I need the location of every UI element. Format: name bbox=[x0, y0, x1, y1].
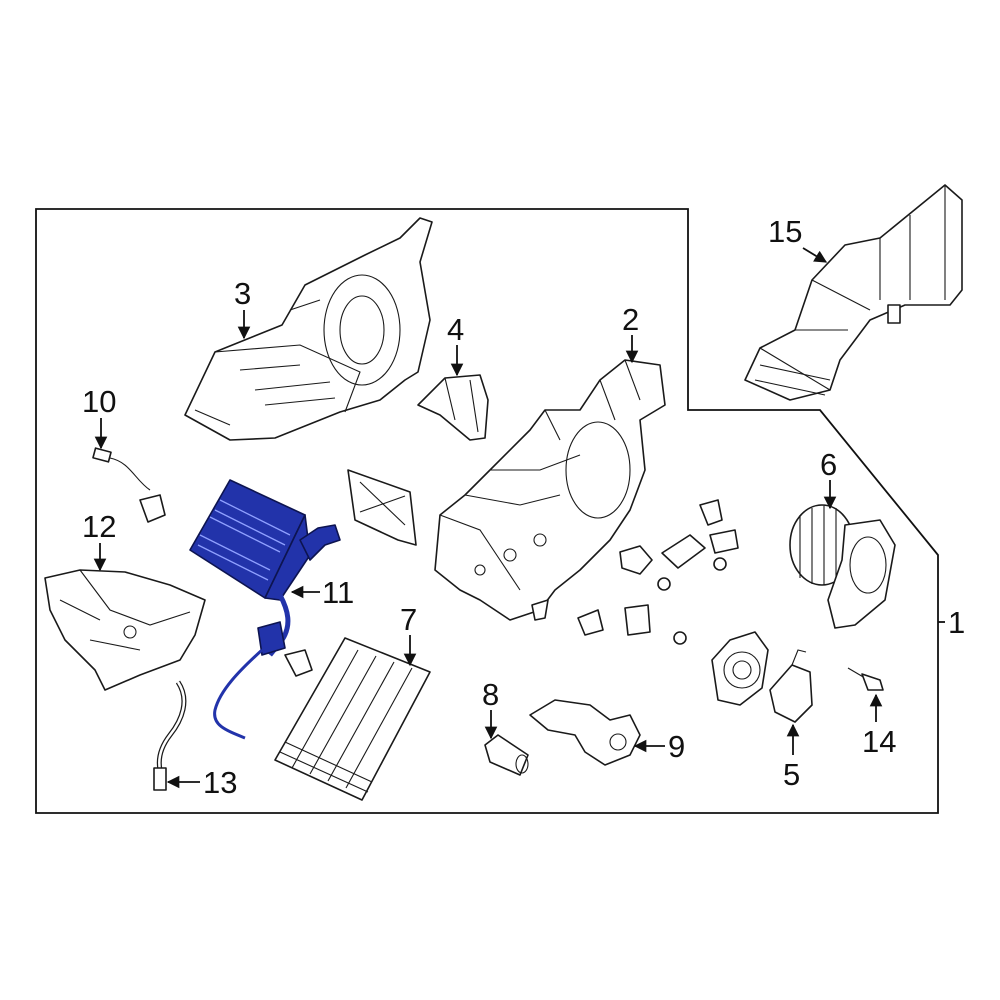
callout-5[interactable]: 5 bbox=[783, 757, 800, 792]
callout-8[interactable]: 8 bbox=[482, 677, 499, 712]
part-11-highlighted-core[interactable] bbox=[189, 479, 341, 740]
assembly-boundary bbox=[35, 208, 939, 814]
leaders bbox=[93, 247, 945, 789]
callout-4[interactable]: 4 bbox=[447, 312, 464, 347]
part-6-blower-motor[interactable] bbox=[789, 504, 896, 629]
part-7-core[interactable] bbox=[274, 637, 431, 801]
part-12-lower-housing[interactable] bbox=[44, 569, 206, 691]
callout-13[interactable]: 13 bbox=[203, 765, 237, 800]
callout-1[interactable]: 1 bbox=[948, 605, 965, 640]
part-5-actuator[interactable] bbox=[769, 649, 813, 723]
callout-12[interactable]: 12 bbox=[82, 509, 116, 544]
callout-2[interactable]: 2 bbox=[622, 302, 639, 337]
part-13-hose[interactable] bbox=[153, 680, 187, 791]
part-4-flap[interactable] bbox=[417, 374, 489, 441]
part-2-main-housing[interactable] bbox=[434, 359, 666, 621]
callout-7[interactable]: 7 bbox=[400, 602, 417, 637]
part-15-duct[interactable] bbox=[744, 184, 963, 401]
callout-11[interactable]: 11 bbox=[322, 575, 354, 610]
part-8-tube[interactable] bbox=[484, 734, 529, 776]
callout-15[interactable]: 15 bbox=[768, 214, 802, 249]
callout-3[interactable]: 3 bbox=[234, 276, 251, 311]
callout-6[interactable]: 6 bbox=[820, 447, 837, 482]
clip-small[interactable] bbox=[284, 649, 313, 677]
callout-10[interactable]: 10 bbox=[82, 384, 116, 419]
part-14-sensor[interactable] bbox=[847, 667, 884, 691]
callout-14[interactable]: 14 bbox=[862, 724, 896, 759]
callout-9[interactable]: 9 bbox=[668, 729, 685, 764]
part-3-upper-housing[interactable] bbox=[184, 217, 433, 441]
blower-housing-piece[interactable] bbox=[711, 631, 769, 706]
part-9-bracket[interactable] bbox=[529, 699, 641, 766]
bracket-mount[interactable] bbox=[347, 469, 417, 546]
callout-labels: 1 2 3 4 5 6 7 8 9 10 11 12 13 14 15 bbox=[82, 214, 965, 800]
part-10-sensor[interactable] bbox=[92, 447, 166, 523]
small-parts-cluster[interactable] bbox=[531, 499, 739, 645]
